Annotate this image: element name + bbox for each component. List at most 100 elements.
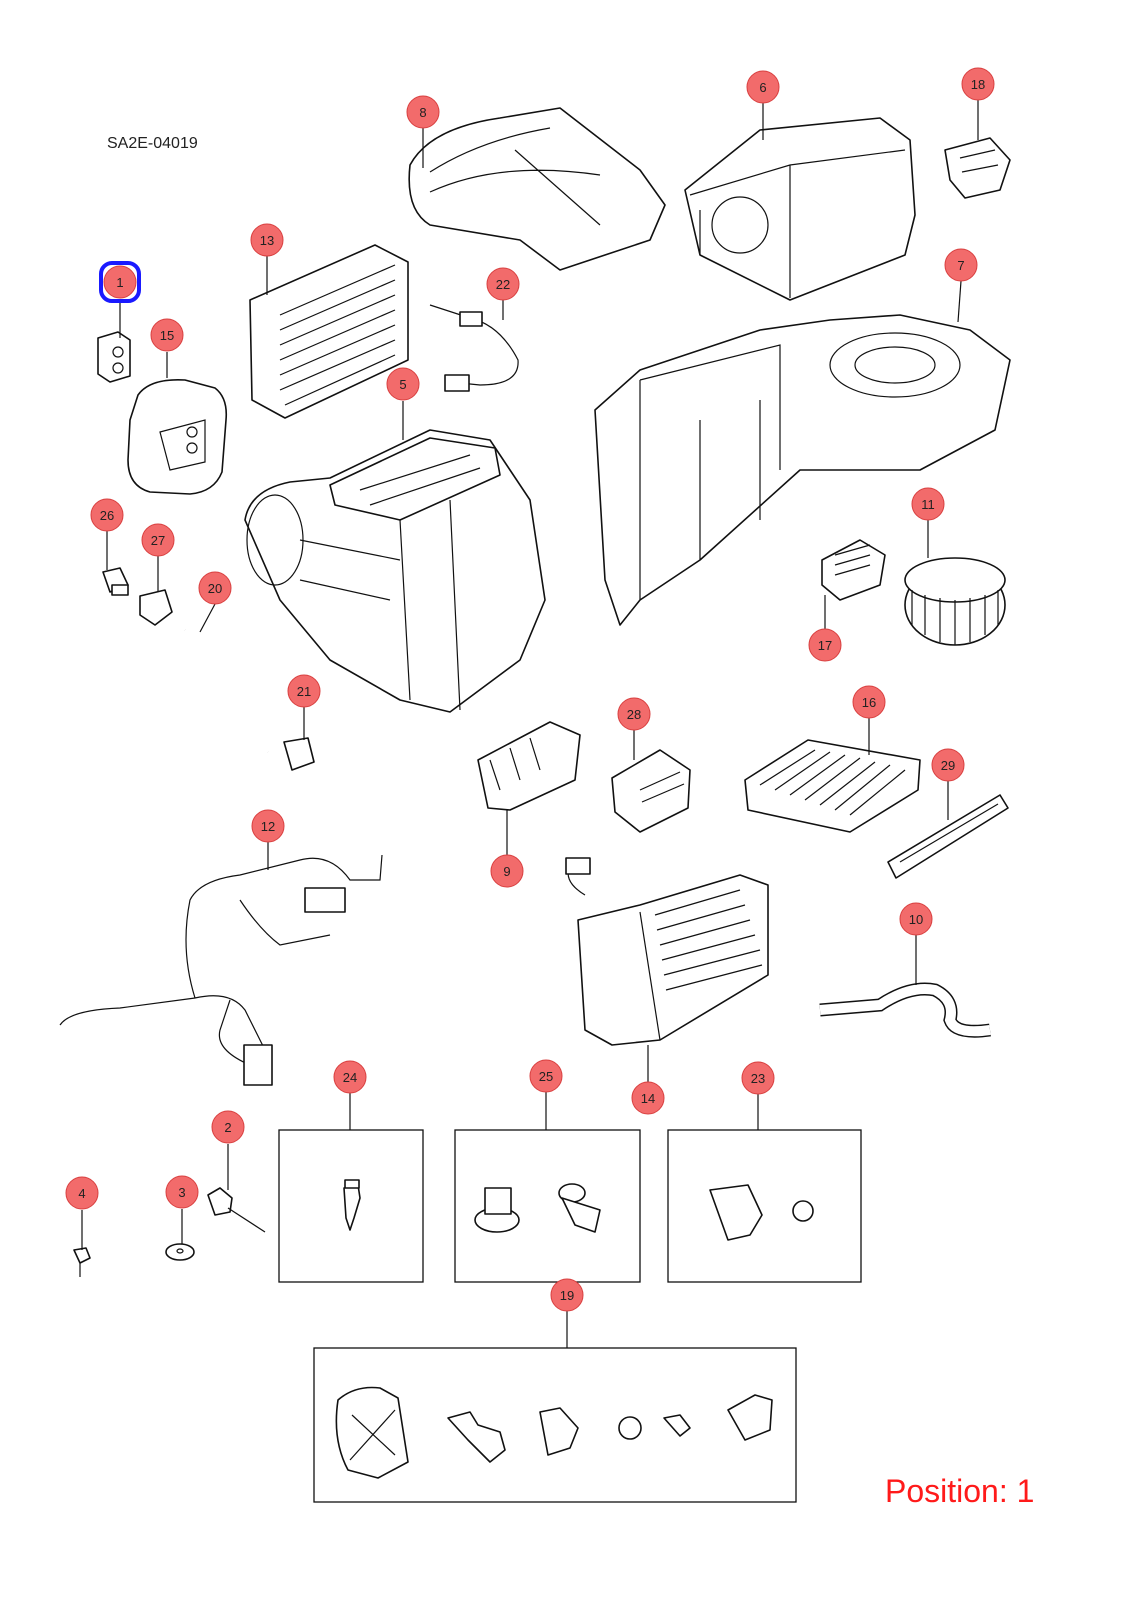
callout-number: 29: [941, 758, 955, 773]
callout-circle: [852, 685, 886, 719]
callout-4[interactable]: 4: [65, 1176, 99, 1210]
position-label: Position: 1: [885, 1473, 1034, 1509]
callout-28[interactable]: 28: [617, 697, 651, 731]
part-1-drawing: [97, 331, 131, 383]
callout-17[interactable]: 17: [808, 628, 842, 662]
callout-8[interactable]: 8: [406, 95, 440, 129]
kit-box-23: [667, 1129, 862, 1283]
part-13-drawing: [249, 244, 409, 419]
callout-5[interactable]: 5: [386, 367, 420, 401]
callout-number: 14: [641, 1091, 655, 1106]
callout-circle: [961, 67, 995, 101]
part-drawings: [59, 107, 1011, 1277]
callout-circle: [141, 523, 175, 557]
part-9-drawing: [477, 721, 581, 811]
part-23-drawing: [709, 1184, 814, 1241]
callout-18[interactable]: 18: [961, 67, 995, 101]
callout-number: 12: [261, 819, 275, 834]
kit-box-24: [278, 1129, 424, 1283]
callout-number: 22: [496, 277, 510, 292]
callout-number: 9: [503, 864, 510, 879]
callout-10[interactable]: 10: [899, 902, 933, 936]
callout-number: 6: [759, 80, 766, 95]
part-25-drawing: [474, 1183, 601, 1233]
callout-circle: [406, 95, 440, 129]
callout-circle: [550, 1278, 584, 1312]
part-4-drawing: [73, 1247, 91, 1277]
callout-number: 10: [909, 912, 923, 927]
callout-circle: [617, 697, 651, 731]
callout-number: 28: [627, 707, 641, 722]
callout-number: 8: [419, 105, 426, 120]
callout-circle: [333, 1060, 367, 1094]
kit-box-25: [454, 1129, 641, 1283]
callout-number: 13: [260, 233, 274, 248]
callout-9[interactable]: 9: [490, 854, 524, 888]
callout-circle: [741, 1061, 775, 1095]
callout-number: 15: [160, 328, 174, 343]
callout-19[interactable]: 19: [550, 1278, 584, 1312]
callout-7[interactable]: 7: [944, 248, 978, 282]
callout-circle: [150, 318, 184, 352]
leader-lines: [81, 99, 979, 1348]
part-3-drawing: [165, 1243, 195, 1261]
part-7-drawing: [594, 314, 1011, 626]
callout-number: 21: [297, 684, 311, 699]
callout-22[interactable]: 22: [486, 267, 520, 301]
callout-1[interactable]: 1: [99, 261, 141, 303]
callout-12[interactable]: 12: [251, 809, 285, 843]
callout-3[interactable]: 3: [165, 1175, 199, 1209]
part-20-drawing: [183, 624, 270, 758]
callout-circle: [944, 248, 978, 282]
callout-24[interactable]: 24: [333, 1060, 367, 1094]
callout-circle: [490, 854, 524, 888]
callout-13[interactable]: 13: [250, 223, 284, 257]
part-29-drawing: [887, 794, 1009, 879]
part-2-drawing: [207, 1187, 266, 1233]
part-8-drawing: [408, 107, 666, 271]
callout-number: 27: [151, 533, 165, 548]
callout-15[interactable]: 15: [150, 318, 184, 352]
part-22-drawing: [429, 304, 519, 392]
callout-26[interactable]: 26: [90, 498, 124, 532]
callout-20[interactable]: 20: [198, 571, 232, 605]
part-6-drawing: [684, 117, 916, 301]
callout-circle: [251, 809, 285, 843]
callout-number: 24: [343, 1070, 357, 1085]
callout-circle: [746, 70, 780, 104]
callout-circle: [931, 748, 965, 782]
callout-circle: [211, 1110, 245, 1144]
callout-number: 3: [178, 1185, 185, 1200]
callout-circle: [90, 498, 124, 532]
callout-highlight-ring: [99, 261, 141, 303]
callout-circle: [386, 367, 420, 401]
callout-circle: [165, 1175, 199, 1209]
callout-29[interactable]: 29: [931, 748, 965, 782]
part-16-drawing: [744, 739, 921, 833]
part-14-drawing: [565, 857, 769, 1046]
callout-number: 5: [399, 377, 406, 392]
callout-number: 17: [818, 638, 832, 653]
callout-number: 20: [208, 581, 222, 596]
callout-circle: [899, 902, 933, 936]
callout-21[interactable]: 21: [287, 674, 321, 708]
callout-circle: [287, 674, 321, 708]
callout-25[interactable]: 25: [529, 1059, 563, 1093]
callout-14[interactable]: 14: [631, 1081, 665, 1115]
callout-2[interactable]: 2: [211, 1110, 245, 1144]
part-28-drawing: [611, 749, 691, 833]
part-26-drawing: [102, 567, 129, 596]
callout-number: 1: [116, 275, 123, 290]
callout-circle: [103, 265, 137, 299]
callout-16[interactable]: 16: [852, 685, 886, 719]
callout-23[interactable]: 23: [741, 1061, 775, 1095]
callout-11[interactable]: 11: [911, 487, 945, 521]
callout-number: 11: [921, 497, 935, 512]
part-27-drawing: [139, 589, 173, 626]
callout-number: 7: [957, 258, 964, 273]
part-18-drawing: [944, 137, 1011, 199]
callout-27[interactable]: 27: [141, 523, 175, 557]
callout-6[interactable]: 6: [746, 70, 780, 104]
